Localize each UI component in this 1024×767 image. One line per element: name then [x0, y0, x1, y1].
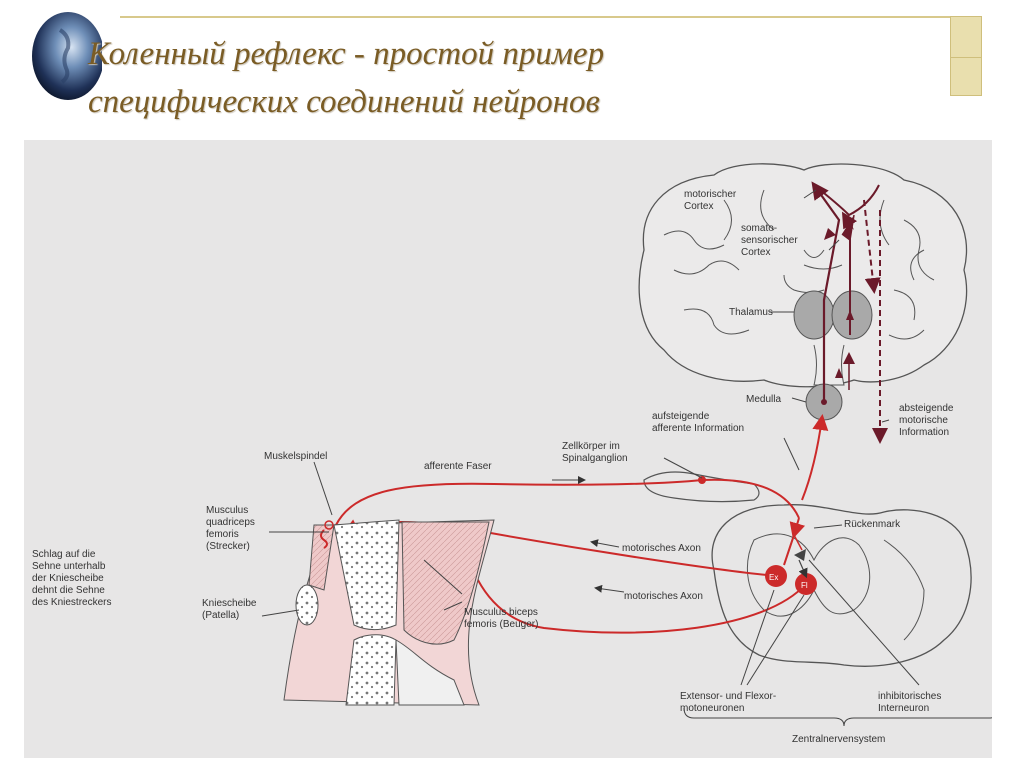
label-thalamus: Thalamus [729, 307, 773, 318]
label-afferente-faser: afferente Faser [424, 461, 492, 472]
label-quadriceps-2: quadriceps [206, 517, 255, 528]
slide-title: Коленный рефлекс - простой пример специф… [88, 30, 928, 126]
label-motor-cortex-2: Cortex [684, 201, 713, 212]
title-line-2: специфических соединений нейронов [88, 84, 600, 120]
label-schlag-3: der Kniescheibe [32, 573, 104, 584]
label-ex: Ex [769, 573, 778, 582]
label-ascending: aufsteigende [652, 411, 710, 422]
label-motoneurons: Extensor- und Flexor- [680, 691, 776, 702]
label-somato: somato- [741, 223, 777, 234]
label-muskelspindel: Muskelspindel [264, 451, 327, 462]
label-schlag-1: Schlag auf die [32, 549, 96, 560]
brain [638, 163, 968, 444]
spinal-ganglion [643, 471, 760, 503]
leg-knee [283, 519, 495, 706]
diagram-labels: motorischer Cortex somato- sensorischer … [32, 189, 954, 745]
leg-leaders [261, 419, 992, 727]
label-zellkoerper: Zellkörper im [562, 441, 620, 452]
label-medulla: Medulla [746, 394, 781, 405]
top-rule [120, 16, 950, 18]
label-rueckenmark: Rückenmark [844, 519, 901, 530]
label-schlag-5: des Kniestreckers [32, 597, 111, 608]
label-motor-cortex: motorischer [684, 189, 737, 200]
label-motoneurons-2: motoneuronen [680, 703, 745, 714]
label-biceps: Musculus biceps [464, 607, 538, 618]
label-quadriceps-4: (Strecker) [206, 541, 250, 552]
label-patella-2: (Patella) [202, 610, 239, 621]
label-quadriceps: Musculus [206, 505, 248, 516]
label-descending: absteigende [899, 403, 954, 414]
corner-decoration [950, 16, 982, 96]
spinal-cord [711, 504, 972, 667]
label-zellkoerper-2: Spinalganglion [562, 453, 628, 464]
label-schlag-4: dehnt die Sehne [32, 585, 105, 596]
label-motor-axon-1: motorisches Axon [622, 543, 701, 554]
label-descending-2: motorische [899, 415, 948, 426]
label-patella: Kniescheibe [202, 598, 257, 609]
globe-icon [32, 12, 102, 100]
label-biceps-2: femoris (Beuger) [464, 619, 538, 630]
diagram-panel: motorischer Cortex somato- sensorischer … [24, 140, 992, 758]
knee-reflex-diagram: motorischer Cortex somato- sensorischer … [32, 163, 992, 745]
label-quadriceps-3: femoris [206, 529, 239, 540]
label-somato-2: sensorischer [741, 235, 798, 246]
label-ascending-2: afferente Information [652, 423, 744, 434]
label-interneuron-2: Interneuron [878, 703, 929, 714]
flow-arrows [552, 476, 625, 593]
label-zns: Zentralnervensystem [792, 734, 885, 745]
label-motor-axon-2: motorisches Axon [624, 591, 703, 602]
label-somato-3: Cortex [741, 247, 770, 258]
label-descending-3: Information [899, 427, 949, 438]
label-interneuron: inhibitorisches [878, 691, 941, 702]
label-fl: Fl [801, 581, 808, 590]
label-schlag-2: Sehne unterhalb [32, 561, 106, 572]
brain-leaders [769, 189, 840, 403]
title-line-1: Коленный рефлекс - простой пример [88, 36, 605, 72]
